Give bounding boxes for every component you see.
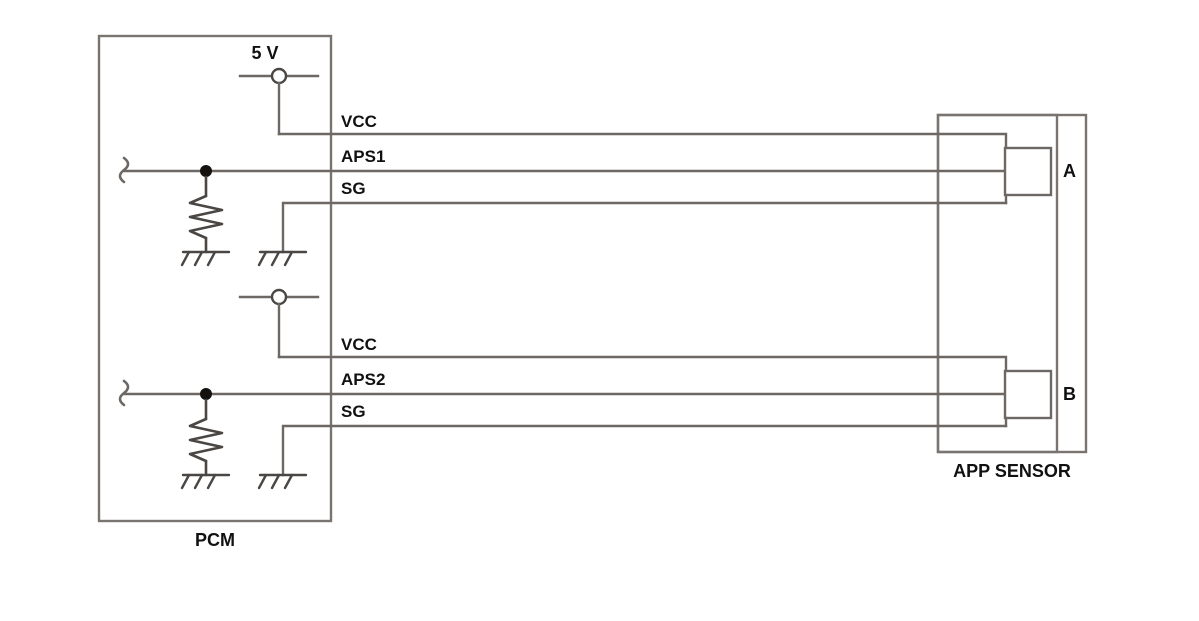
supply-2-terminal-group <box>238 288 320 359</box>
wire-sg-1 <box>281 201 1008 254</box>
wire-vcc-2 <box>277 355 1008 373</box>
pin-label-aps2: APS2 <box>341 370 385 389</box>
wire-break-aps1-icon <box>118 156 130 184</box>
sensor-element-box-a <box>1003 146 1053 197</box>
supply-1-terminal-group <box>238 67 320 136</box>
wire-break-aps2-icon <box>118 379 130 407</box>
ground-symbol-sg-2 <box>257 473 308 490</box>
ground-symbol-resistor-1 <box>180 250 231 267</box>
pin-label-sg-2: SG <box>341 402 366 421</box>
pulldown-resistor-1 <box>188 175 224 254</box>
supply-2-open-circle-terminal <box>270 288 288 306</box>
ground-symbol-resistor-2 <box>180 473 231 490</box>
pin-label-vcc-2: VCC <box>341 335 377 354</box>
sensor-element-label-a: A <box>1063 161 1076 181</box>
pin-label-aps1: APS1 <box>341 147 385 166</box>
pcm-module-box <box>97 34 333 523</box>
sensor-element-label-b: B <box>1063 384 1076 404</box>
junction-dot-aps2 <box>200 388 212 400</box>
wire-sg-2 <box>281 424 1008 477</box>
pulldown-resistor-2 <box>188 398 224 477</box>
app-sensor-label: APP SENSOR <box>953 461 1071 481</box>
supply-1-open-circle-terminal <box>270 67 288 85</box>
wire-vcc-1 <box>277 132 1008 150</box>
app-sensor-inner-box <box>936 113 1059 454</box>
pin-label-vcc-1: VCC <box>341 112 377 131</box>
pin-label-sg-1: SG <box>341 179 366 198</box>
ground-symbol-sg-1 <box>257 250 308 267</box>
junction-dot-aps1 <box>200 165 212 177</box>
pcm-label: PCM <box>195 530 235 550</box>
sensor-element-box-b <box>1003 369 1053 420</box>
supply-1-label: 5 V <box>251 43 278 63</box>
